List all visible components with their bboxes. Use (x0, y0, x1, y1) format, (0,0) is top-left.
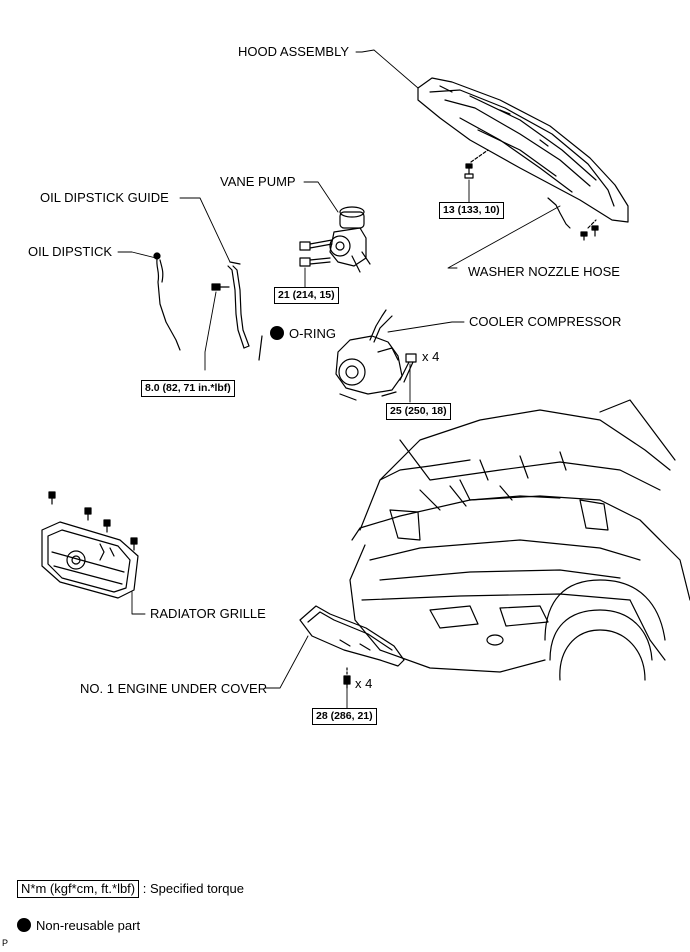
vane-pump-torque-box: 21 (214, 15) (274, 287, 339, 304)
compressor-bolt (399, 353, 417, 383)
non-reusable-icon (17, 918, 31, 932)
hood-bolt (464, 149, 489, 179)
oil-dipstick-guide-label: OIL DIPSTICK GUIDE (40, 190, 169, 205)
cooler-compressor-illustration (335, 309, 403, 401)
cooler-compressor-label: COOLER COMPRESSOR (469, 314, 622, 329)
washer-nozzle-hose-illustration (547, 197, 571, 229)
oil-dipstick-label: OIL DIPSTICK (28, 244, 113, 259)
oil-dipstick-illustration (153, 252, 181, 351)
hood-torque-box: 13 (133, 10) (439, 202, 504, 219)
vane-pump-illustration (329, 206, 371, 273)
legend-torque: N*m (kgf*cm, ft.*lbf) : Specified torque (17, 880, 244, 898)
grille-clip (103, 519, 111, 533)
radiator-grille-label: RADIATOR GRILLE (150, 606, 266, 621)
legend-torque-box: N*m (kgf*cm, ft.*lbf) (17, 880, 140, 898)
compressor-quantity: x 4 (422, 349, 440, 364)
under-cover-torque-box: 28 (286, 21) (312, 708, 377, 725)
dipstick-guide-bolt (211, 283, 230, 291)
hood-assembly-illustration (417, 77, 629, 223)
vane-pump-bolt (299, 257, 331, 267)
grille-clip (48, 491, 56, 505)
engine-under-cover-illustration (299, 605, 405, 667)
under-cover-quantity: x 4 (355, 676, 373, 691)
hood-assembly-label: HOOD ASSEMBLY (238, 44, 350, 59)
compressor-torque-box: 25 (250, 18) (386, 403, 451, 420)
grille-clip (84, 507, 92, 521)
legend-non-reusable: Non-reusable part (17, 918, 140, 934)
radiator-grille-illustration (41, 521, 139, 599)
o-ring-label: O-RING (270, 326, 336, 341)
hood-bolt (580, 219, 597, 241)
leader-lines (117, 49, 561, 709)
oil-dipstick-guide-illustration (227, 261, 250, 349)
o-ring-illustration (258, 335, 263, 361)
dipstick-guide-torque-box: 8.0 (82, 71 in.*lbf) (141, 380, 235, 397)
washer-nozzle-hose-label: WASHER NOZZLE HOSE (468, 264, 620, 279)
legend-torque-desc: : Specified torque (142, 881, 244, 896)
figure-code: P (2, 938, 9, 948)
under-cover-bolt (343, 667, 351, 689)
vehicle-illustration (349, 399, 690, 681)
o-ring-text: O-RING (289, 326, 336, 341)
non-reusable-icon (270, 326, 284, 340)
legend-non-reusable-text: Non-reusable part (36, 918, 141, 933)
engine-under-cover-label: NO. 1 ENGINE UNDER COVER (80, 681, 268, 696)
vane-pump-label: VANE PUMP (220, 174, 296, 189)
hood-bolt (591, 225, 599, 237)
grille-clip (130, 537, 138, 551)
vane-pump-bolt (299, 239, 333, 251)
